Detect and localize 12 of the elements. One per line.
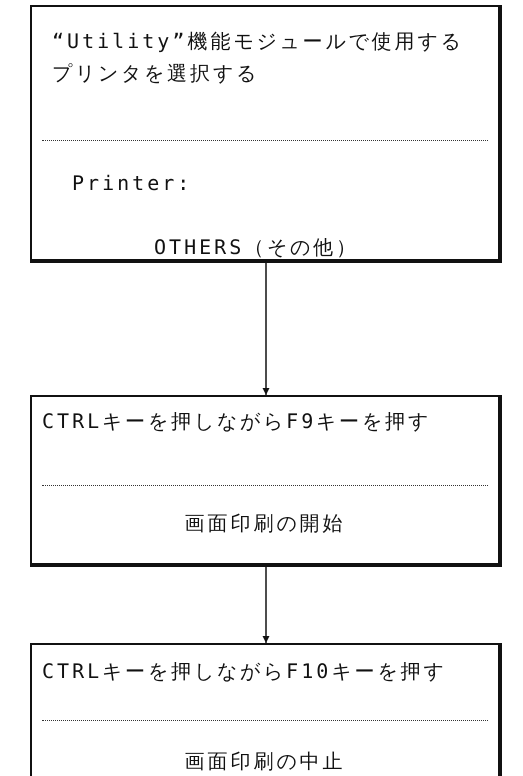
option-text: OTHERS（その他） (154, 234, 360, 261)
arrow (262, 567, 270, 643)
instruction-text: “Utility”機能モジュールで使用するプリンタを選択する (52, 28, 464, 87)
process-box (30, 395, 502, 567)
result-text: 画面印刷の開始 (184, 510, 346, 537)
process-box (30, 5, 502, 263)
process-box (30, 643, 502, 776)
result-text: 画面印刷の中止 (184, 748, 346, 775)
arrow (262, 263, 270, 395)
instruction-text: CTRLキーを押しながらF9キーを押す (42, 408, 432, 435)
instruction-text: CTRLキーを押しながらF10キーを押す (42, 658, 448, 685)
printer-label: Printer: (72, 170, 192, 197)
